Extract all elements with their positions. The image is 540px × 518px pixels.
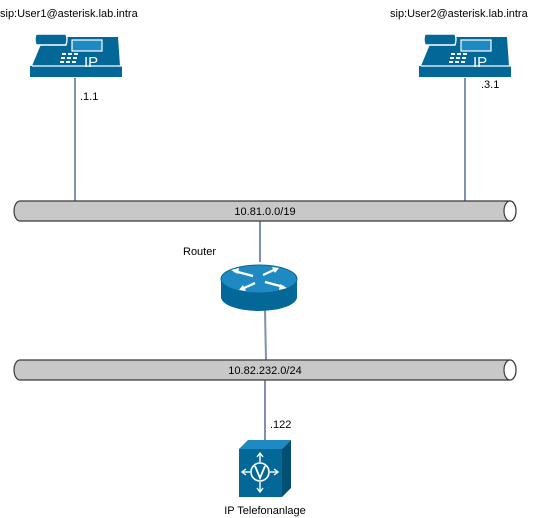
- pbx-label: IP Telefonanlage: [224, 505, 306, 517]
- ip-phone-icon: IP: [419, 33, 511, 77]
- network-bus-1: 10.81.0.0/19: [13, 200, 517, 222]
- sip-uri-label-user1: sip:User1@asterisk.lab.intra: [0, 8, 139, 20]
- ip-suffix-label-user1: .1.1: [80, 91, 98, 103]
- router-label: Router: [183, 246, 216, 258]
- subnet-label: 10.81.0.0/19: [234, 206, 295, 218]
- ip-pbx[interactable]: IP Telefonanlage: [224, 440, 306, 517]
- ip-phone-user2[interactable]: IP: [419, 33, 511, 77]
- ip-phone-badge: IP: [473, 54, 487, 71]
- connection-lines: [74, 78, 466, 440]
- sip-uri-label-user2: sip:User2@asterisk.lab.intra: [390, 8, 529, 20]
- subnet-label: 10.82.232.0/24: [228, 365, 301, 377]
- ip-suffix-label-pbx: .122: [270, 419, 291, 431]
- voice-gateway-icon: [239, 440, 291, 497]
- router-icon: [220, 264, 298, 311]
- ip-phone-user1[interactable]: IP: [30, 33, 122, 77]
- link-router-net2: [264, 309, 267, 361]
- network-bus-2: 10.82.232.0/24: [13, 359, 517, 381]
- ip-suffix-label-user2: .3.1: [481, 79, 499, 91]
- ip-phone-badge: IP: [84, 54, 98, 71]
- ip-phone-icon: IP: [30, 33, 122, 77]
- router[interactable]: Router: [183, 246, 298, 311]
